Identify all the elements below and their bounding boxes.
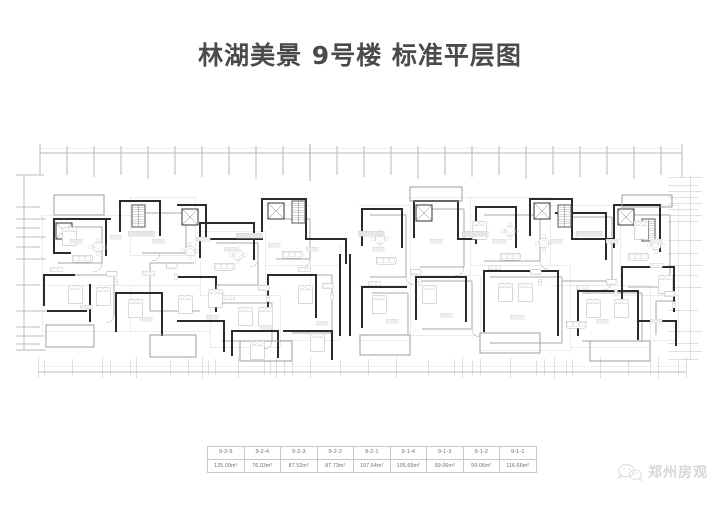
left-dimension-band <box>16 174 48 351</box>
wechat-icon <box>617 464 643 481</box>
unit-area-cell: 76.03m² <box>243 459 281 474</box>
unit-area-cell: 105.69m² <box>389 459 427 474</box>
unit-code-cell: 9-2-3 <box>280 445 318 461</box>
unit-area-cell: 125.09m² <box>207 459 245 474</box>
unit-area-cell: 107.64m² <box>353 459 391 474</box>
table-row-unit-areas: 125.09m² 76.03m² 87.52m² 87.73m² 107.64m… <box>207 459 537 474</box>
table-row-unit-codes: 9-2-5 9-2-4 9-2-3 9-2-2 9-2-1 9-1-4 9-1-… <box>207 445 537 461</box>
unit-code-cell: 9-2-2 <box>316 445 354 461</box>
unit-code-cell: 9-1-2 <box>462 445 500 461</box>
unit-code-cell: 9-1-1 <box>499 445 537 461</box>
unit-area-cell: 87.52m² <box>280 459 318 474</box>
page-title: 林湖美景 9号楼 标准平层图 <box>198 41 522 70</box>
building-outline <box>41 186 679 362</box>
unit-area-cell: 99.06m² <box>462 459 500 474</box>
floor-plan-drawing <box>10 135 710 405</box>
unit-code-cell: 9-1-4 <box>389 445 427 461</box>
unit-area-table: 9-2-5 9-2-4 9-2-3 9-2-2 9-2-1 9-1-4 9-1-… <box>207 445 537 474</box>
top-dimension-band <box>39 144 683 181</box>
unit-area-cell: 87.73m² <box>316 459 354 474</box>
unit-code-cell: 9-2-1 <box>353 445 391 461</box>
bottom-dimension-band <box>37 357 687 378</box>
unit-area-cell: 99.06m² <box>426 459 464 474</box>
unit-code-cell: 9-1-3 <box>426 445 464 461</box>
unit-code-cell: 9-2-5 <box>207 445 245 461</box>
watermark-text: 郑州房观 <box>648 465 708 481</box>
watermark: 郑州房观 <box>617 462 708 482</box>
right-dimension-band <box>668 175 702 360</box>
unit-area-cell: 116.66m² <box>499 459 537 474</box>
unit-code-cell: 9-2-4 <box>243 445 281 461</box>
